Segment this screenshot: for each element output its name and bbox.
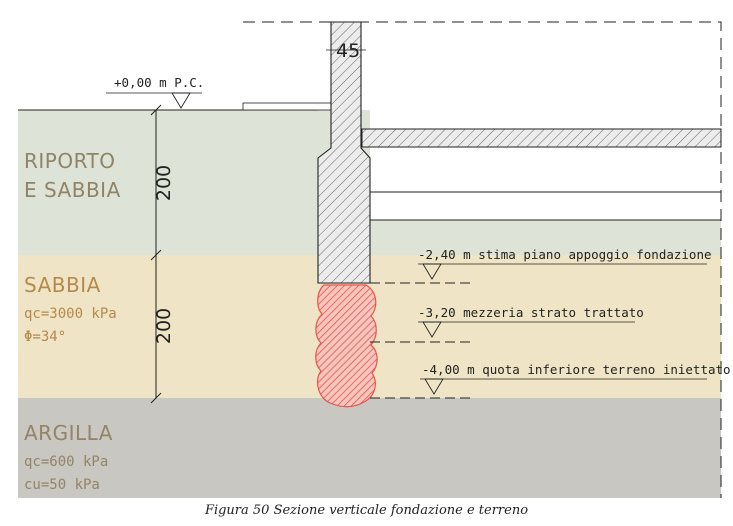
dimension-riporto: 200 (153, 165, 175, 201)
dimension-chain (150, 104, 162, 404)
reference-level-label: +0,00 m P.C. (114, 75, 204, 90)
level-label-2: -3,20 mezzeria strato trattato (418, 305, 644, 320)
sabbia-phi: Φ=34° (24, 329, 66, 345)
layer-label-sabbia: SABBIA (24, 273, 101, 297)
level-label-3: -4,00 m quota inferiore terreno iniettat… (422, 362, 731, 377)
reference-level-triangle (171, 92, 191, 109)
treated-soil-column (315, 284, 378, 408)
floor-slab (361, 128, 722, 148)
wall-thickness-label: 45 (336, 40, 360, 62)
sabbia-qc: qc=3000 kPa (24, 306, 117, 322)
argilla-qc: qc=600 kPa (24, 454, 108, 470)
basement-cutout (370, 110, 721, 220)
layer-label-e-sabbia: E SABBIA (24, 178, 121, 202)
figure-caption: Figura 50 Sezione verticale fondazione e… (204, 503, 529, 518)
level-marker-3: -4,00 m quota inferiore terreno iniettat… (370, 362, 731, 399)
level-label-1: -2,40 m stima piano appoggio fondazione (418, 247, 712, 262)
pavement-slab (242, 102, 332, 111)
argilla-cu: cu=50 kPa (24, 477, 100, 493)
layer-label-riporto: RIPORTO (24, 149, 116, 173)
layer-label-argilla: ARGILLA (24, 421, 113, 445)
dimension-sabbia: 200 (153, 308, 175, 344)
level-marker-2: -3,20 mezzeria strato trattato (370, 305, 644, 343)
layer-argilla (18, 398, 721, 498)
building-outline-dashed (243, 21, 722, 498)
level-marker-1: -2,40 m stima piano appoggio fondazione (370, 247, 712, 284)
